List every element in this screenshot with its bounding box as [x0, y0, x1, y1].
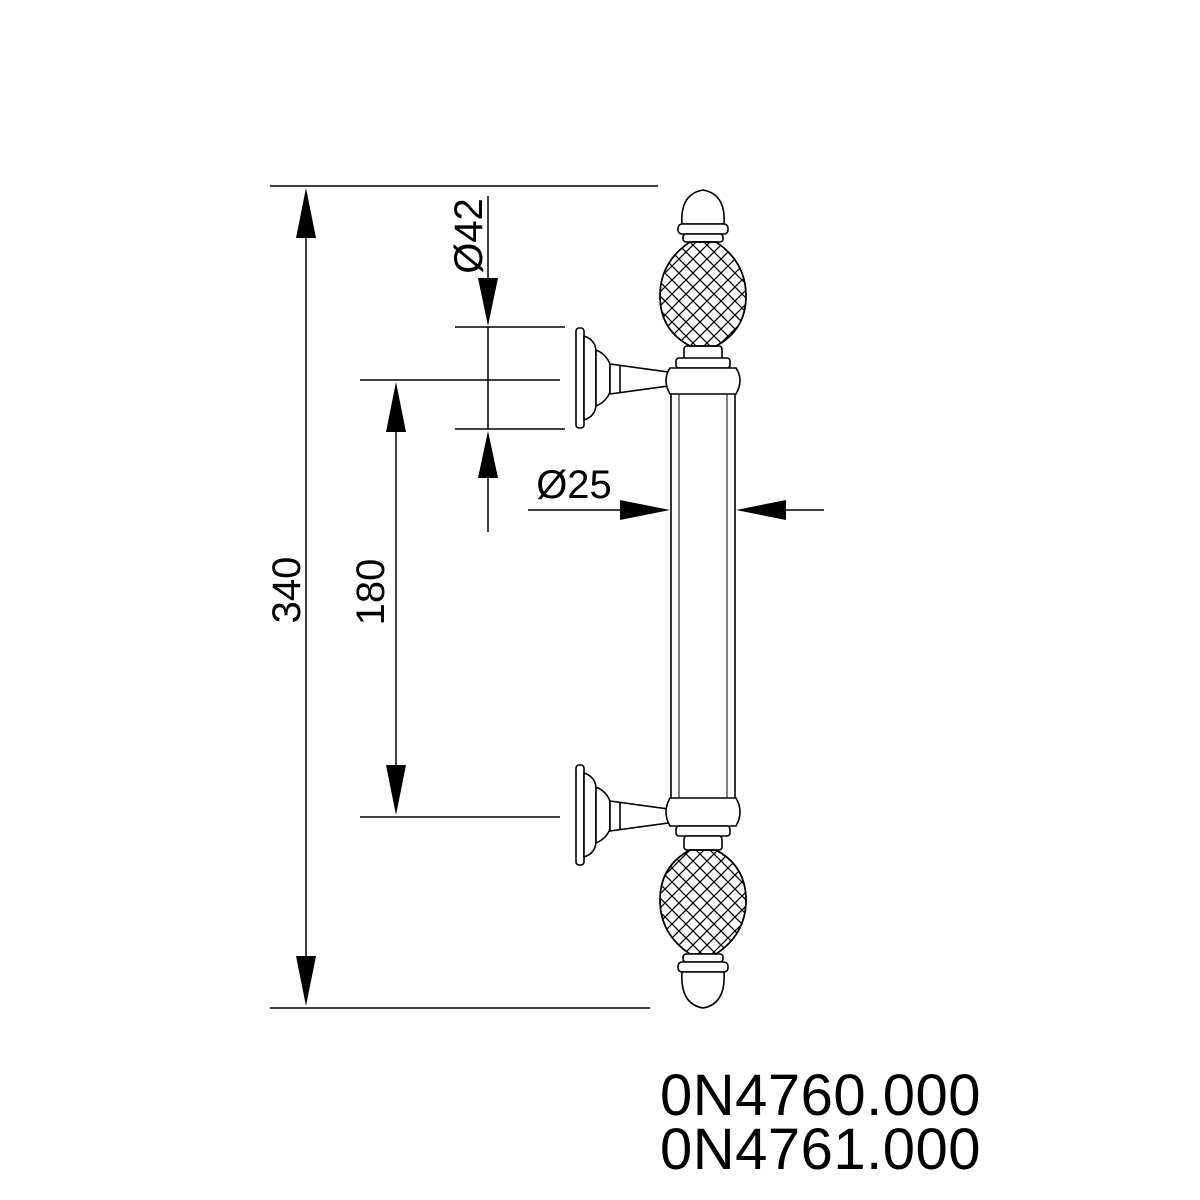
- center-distance-label: 180: [349, 559, 393, 626]
- door-handle-drawing: [575, 189, 747, 1009]
- arrowhead-bottom: [386, 765, 406, 815]
- extension-lines: [270, 185, 658, 1009]
- product-code-1: 0N4760.000: [660, 1063, 982, 1128]
- arrowhead-left: [736, 500, 786, 520]
- top-finial: [659, 189, 747, 347]
- arrowhead-down: [478, 278, 498, 326]
- arrowhead-up: [478, 431, 498, 478]
- dimension-center-distance: 180: [349, 382, 406, 815]
- arrowhead-right: [620, 500, 670, 520]
- arrowhead-top: [296, 188, 316, 238]
- bottom-standoff: [575, 764, 669, 866]
- handle-bar: [670, 391, 736, 801]
- dimension-overall-length: 340: [265, 188, 316, 1006]
- bar-diameter-label: Ø25: [536, 463, 612, 507]
- top-collar: [665, 345, 741, 395]
- top-standoff: [575, 327, 669, 429]
- dimension-bar-diameter: Ø25: [528, 463, 824, 520]
- bottom-finial: [659, 849, 747, 1009]
- bottom-collar: [665, 797, 741, 851]
- arrowhead-top: [386, 382, 406, 432]
- arrowhead-bottom: [296, 956, 316, 1006]
- overall-length-label: 340: [265, 557, 309, 624]
- product-code-2: 0N4761.000: [660, 1117, 982, 1182]
- dimension-rose-diameter: Ø42: [447, 196, 498, 532]
- rose-diameter-label: Ø42: [447, 198, 491, 274]
